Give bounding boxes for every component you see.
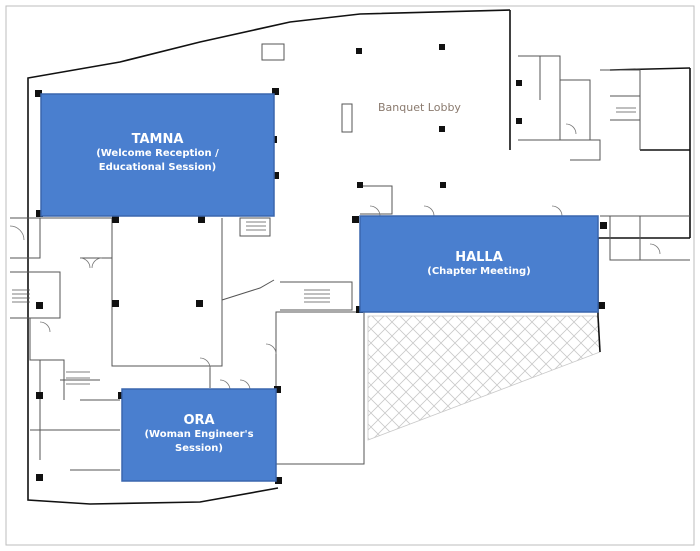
room-tamna-subtitle-line1: (Welcome Reception /: [96, 148, 219, 159]
outer-walls: [27, 9, 691, 505]
room-ora-label[interactable]: ORA (Woman Engineer's Session): [122, 413, 276, 456]
banquet-lobby-label: Banquet Lobby: [378, 101, 461, 114]
room-halla[interactable]: [359, 215, 599, 313]
room-halla-subtitle-line1: (Chapter Meeting): [427, 266, 531, 277]
room-ora-subtitle-line2: Session): [175, 443, 223, 454]
hatched-terrace: [367, 315, 601, 441]
room-halla-name: HALLA: [455, 250, 503, 265]
room-tamna-name: TAMNA: [131, 132, 184, 147]
room-ora-name: ORA: [183, 413, 215, 428]
room-ora-subtitle-line1: (Woman Engineer's: [144, 429, 254, 440]
room-tamna-subtitle-line2: Educational Session): [98, 162, 217, 173]
map-frame: [5, 5, 695, 546]
room-tamna-label[interactable]: TAMNA (Welcome Reception / Educational S…: [41, 132, 274, 175]
stairs: [12, 107, 636, 385]
room-tamna[interactable]: [40, 93, 275, 217]
interior-walls: [10, 43, 690, 471]
room-halla-label[interactable]: HALLA (Chapter Meeting): [360, 250, 598, 279]
room-ora[interactable]: [121, 388, 277, 482]
